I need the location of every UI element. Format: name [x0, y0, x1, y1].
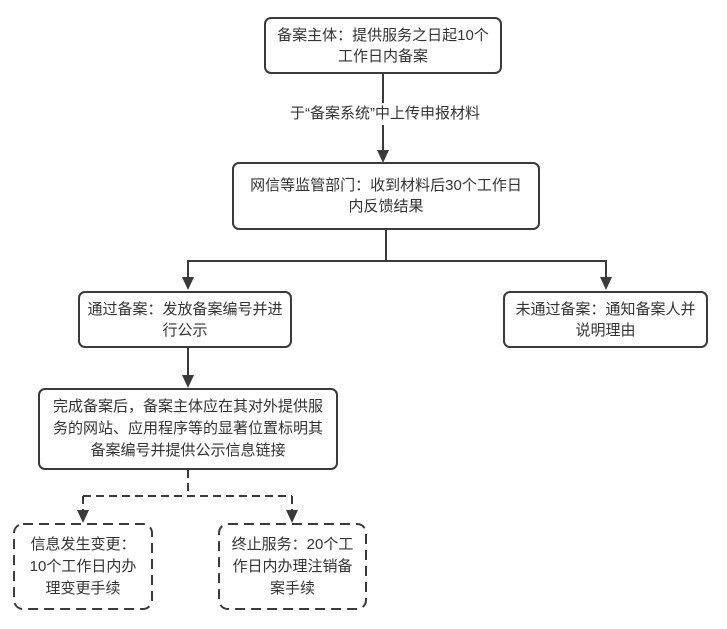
node-text-line: 务的网站、应用程序等的显著位置标明其 [52, 420, 323, 437]
node-terminate-service-border [218, 523, 367, 610]
node-filing-subject: 备案主体：提供服务之日起10个 工作日内备案 [264, 17, 502, 74]
arrowhead-fail [600, 277, 612, 290]
arrowhead-publicity [182, 375, 194, 388]
node-info-change: 信息发生变更： 10个工作日内办 理变更手续 [13, 523, 153, 610]
arrowhead-pass [182, 277, 194, 290]
node-text-line: 备案主体：提供服务之日起10个 [277, 26, 489, 44]
arrowhead-terminate [286, 510, 298, 523]
arrowhead-regulator [377, 150, 389, 163]
node-text-line: 信息发生变更： [30, 535, 136, 553]
node-text-line: 10个工作日内办 [29, 557, 137, 575]
node-text-line: 网信等监管部门：收到材料后30个工作日 [250, 177, 522, 194]
edge-label-upload: 于“备案系统”中上传申报材料 [272, 103, 498, 125]
node-text-line: 内反馈结果 [348, 198, 424, 215]
node-text-line: 完成备案后，备案主体应在其对外提供服 [52, 398, 323, 415]
arrowhead-change [77, 510, 89, 523]
node-text-line: 通过备案：发放备案编号并进 [87, 300, 283, 318]
node-publicity-obligation: 完成备案后，备案主体应在其对外提供服 务的网站、应用程序等的显著位置标明其 备案… [38, 388, 338, 470]
node-text-line: 备案编号并提供公示信息链接 [90, 442, 286, 459]
node-text-line: 作日内办理注销备 [232, 557, 353, 575]
node-text-line: 理变更手续 [45, 579, 121, 597]
node-fail-filing: 未通过备案：通知备案人并 说明理由 [503, 291, 708, 348]
node-text-line: 终止服务：20个工 [231, 535, 354, 553]
node-text-line: 案手续 [269, 579, 315, 597]
node-text-line: 工作日内备案 [337, 47, 428, 65]
node-text-line: 行公示 [162, 321, 208, 339]
node-text-line: 说明理由 [575, 321, 636, 339]
node-regulator-review: 网信等监管部门：收到材料后30个工作日 内反馈结果 [232, 162, 540, 230]
node-terminate-service: 终止服务：20个工 作日内办理注销备 案手续 [218, 523, 367, 610]
node-info-change-border [13, 523, 153, 610]
node-text-line: 未通过备案：通知备案人并 [515, 300, 696, 318]
node-pass-filing: 通过备案：发放备案编号并进 行公示 [78, 291, 292, 348]
